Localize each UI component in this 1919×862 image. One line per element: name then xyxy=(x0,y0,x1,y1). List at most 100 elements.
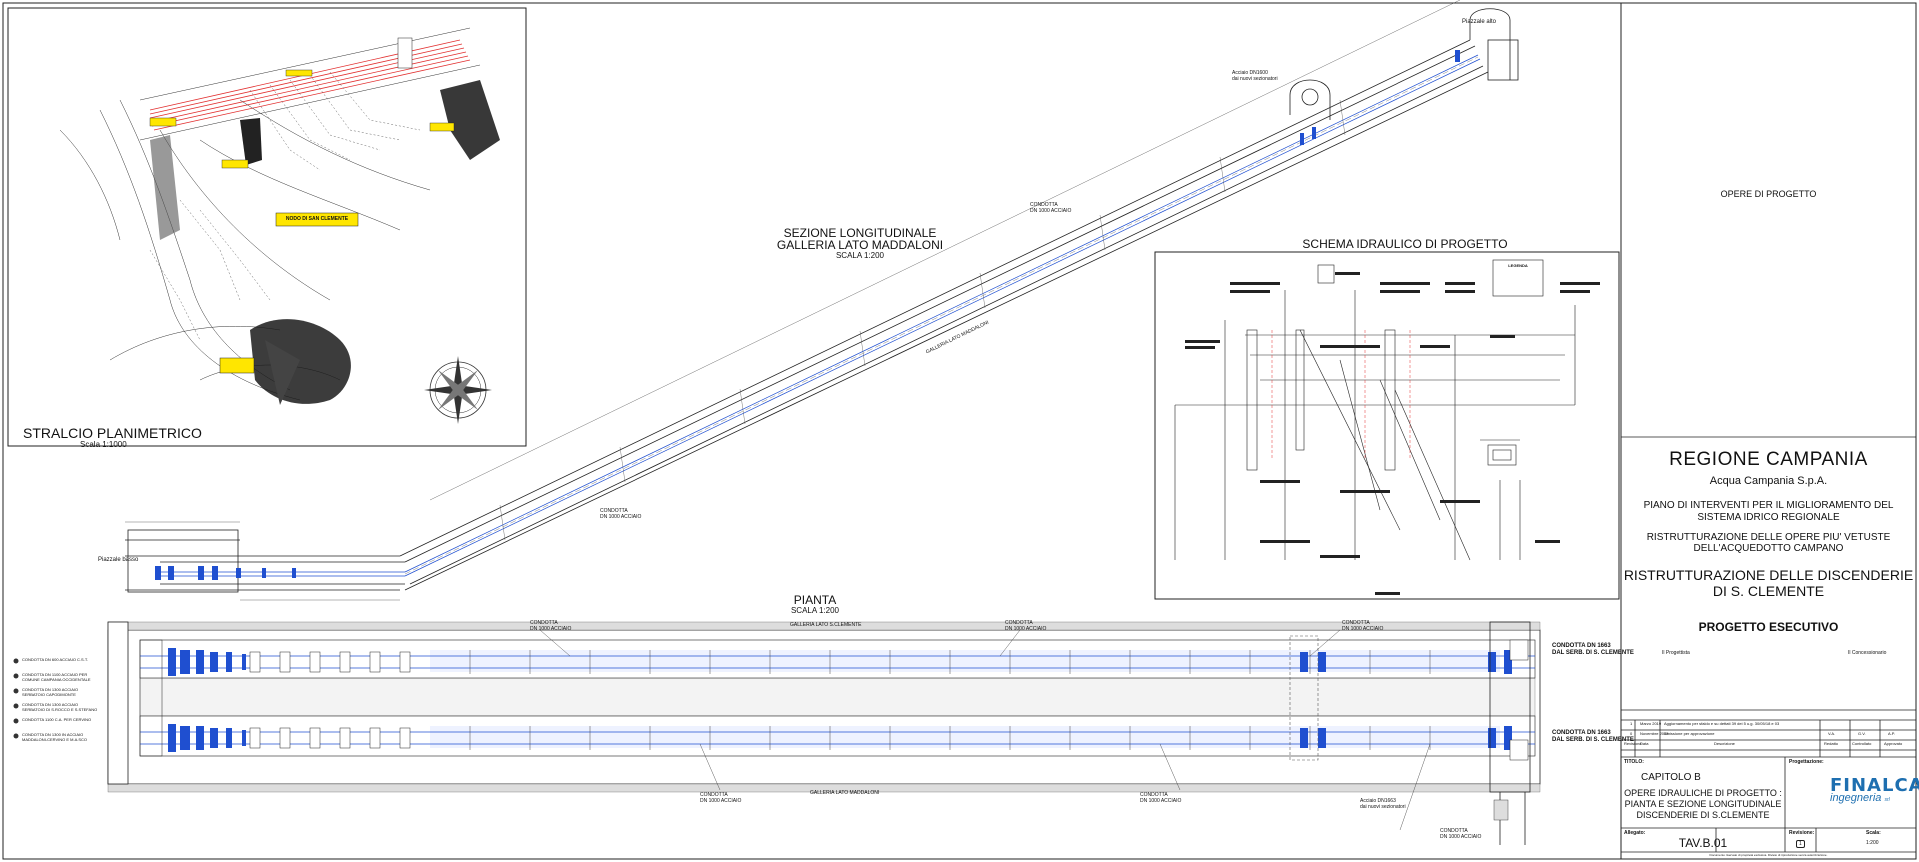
pianta-condotta-3-dn: DN 1000 ACCIAIO xyxy=(1342,626,1384,632)
rev-header: Descrizione xyxy=(1714,741,1735,746)
scala-value: 1:200 xyxy=(1866,840,1879,846)
finalca-logo: FINALCA ingegneria srl xyxy=(1830,775,1919,804)
stralcio-scale: Scala 1:1000 xyxy=(80,440,127,449)
pianta-condotta-6-dn: DN 1000 ACCIAIO xyxy=(1440,834,1482,840)
titleblock-frame xyxy=(1621,436,1916,853)
rev-header: Data xyxy=(1640,741,1649,746)
pianta-acciaio-label2: dai nuovi sezionatori xyxy=(1360,804,1406,810)
disc-line1: RISTRUTTURAZIONE DELLE DISCENDERIE xyxy=(1623,567,1914,583)
pianta-condotta-2: CONDOTTA DN 1000 ACCIAIO xyxy=(1005,620,1046,632)
finalca-sub: ingegneria xyxy=(1830,792,1882,804)
finalca-logo-sub: ingegneria srl xyxy=(1830,792,1910,804)
schema-legenda: LEGENDA xyxy=(1508,263,1528,268)
titolo-label: TITOLO: xyxy=(1624,759,1644,765)
pianta-right-bottom: CONDOTTA DN 1663 DAL SERB. DI S. CLEMENT… xyxy=(1552,730,1634,744)
legend-item: CONDOTTA DN 1100 ACCIAIO PER COMUNE CAMP… xyxy=(22,672,91,682)
region-title: REGIONE CAMPANIA xyxy=(1669,449,1868,470)
rev-date: Marzo 2019 xyxy=(1640,721,1662,726)
revision-row: 1 Marzo 2019 Aggiornamento per sfaldo e … xyxy=(1624,721,1914,731)
pianta-galleria-bottom: GALLERIA LATO MADDALONI xyxy=(810,790,880,796)
sezione-condotta-top: CONDOTTA DN 1000 ACCIAIO xyxy=(1030,202,1071,214)
pianta-condotta-2-label: CONDOTTA xyxy=(1005,620,1033,626)
ristr-line2: DELL'ACQUEDOTTO CAMPANO xyxy=(1693,543,1844,554)
rev-date: Novembre 2018 xyxy=(1640,731,1669,736)
rev-n: 0 xyxy=(1630,731,1633,736)
sezione-condotta-top-dn: DN 1000 ACCIAIO xyxy=(1030,208,1072,214)
rev-b: G.V. xyxy=(1858,731,1866,736)
pianta-title: PIANTA SCALA 1:200 xyxy=(760,594,870,615)
tav-number: TAV.B.01 xyxy=(1678,836,1728,850)
piano-line2: SISTEMA IDRICO REGIONALE xyxy=(1697,512,1840,523)
sezione-title-line2: GALLERIA LATO MADDALONI xyxy=(776,238,944,252)
ristr-line1: RISTRUTTURAZIONE DELLE OPERE PIU' VETUST… xyxy=(1646,532,1891,543)
opere-line3: DISCENDERIE DI S.CLEMENTE xyxy=(1636,810,1770,820)
piazzale-alto: Piazzale alto xyxy=(1462,19,1497,25)
rev-n: 1 xyxy=(1630,721,1633,726)
legend-item: CONDOTTA DN 1300 ACCIAIO SERBATOIO CAPOD… xyxy=(22,687,79,697)
rev-header: Revisione xyxy=(1624,741,1642,746)
pianta-right-bot-1: CONDOTTA DN 1663 xyxy=(1552,730,1611,736)
pianta-condotta-1: CONDOTTA DN 1000 ACCIAIO xyxy=(530,620,571,632)
nodo-label-box xyxy=(275,212,359,227)
sezione-acciaio: Acciaio DN1600 dai nuovi sezionatori xyxy=(1232,70,1278,82)
sezione-condotta-low-label: CONDOTTA xyxy=(600,508,628,514)
capitolo: CAPITOLO B xyxy=(1641,772,1701,783)
piano-line1: PIANO DI INTERVENTI PER IL MIGLIORAMENTO… xyxy=(1643,500,1894,511)
rev-desc: Aggiornamento per sfaldo e su dettati 39… xyxy=(1664,721,1780,726)
schema-title: SCHEMA IDRAULICO DI PROGETTO xyxy=(1302,237,1508,251)
revision-table: 1 Marzo 2019 Aggiornamento per sfaldo e … xyxy=(1624,721,1914,749)
pianta-condotta-6-label: CONDOTTA xyxy=(1440,828,1468,834)
pianta-condotta-1-label: CONDOTTA xyxy=(530,620,558,626)
company-name: Acqua Campania S.p.A. xyxy=(1709,475,1828,487)
pianta-condotta-4-label: CONDOTTA xyxy=(700,792,728,798)
pianta-title-text: PIANTA xyxy=(793,593,837,607)
opere-line2: PIANTA E SEZIONE LONGITUDINALE xyxy=(1624,799,1782,809)
opere-line1: OPERE IDRAULICHE DI PROGETTO : xyxy=(1624,788,1782,798)
pianta-condotta-5-label: CONDOTTA xyxy=(1140,792,1168,798)
revisione-value: 1 xyxy=(1796,840,1805,848)
progetto-esecutivo: PROGETTO ESECUTIVO xyxy=(1698,620,1839,634)
sezione-title: SEZIONE LONGITUDINALE GALLERIA LATO MADD… xyxy=(740,227,980,260)
pianta-acciaio-label: Acciaio DN1663 xyxy=(1360,798,1396,804)
pianta-condotta-1-dn: DN 1000 ACCIAIO xyxy=(530,626,572,632)
stralcio-title: STRALCIO PLANIMETRICO xyxy=(23,425,202,441)
pianta-legend: CONDOTTA DN 600 ACCIAIO C.S.T. CONDOTTA … xyxy=(22,657,102,747)
disc-line2: DI S. CLEMENTE xyxy=(1712,583,1825,599)
rev-header: Controllato xyxy=(1852,741,1872,746)
pianta-condotta-2-dn: DN 1000 ACCIAIO xyxy=(1005,626,1047,632)
pianta-right-top-2: DAL SERB. DI S. CLEMENTE xyxy=(1552,650,1634,656)
rev-desc: Emissione per approvazione xyxy=(1664,731,1715,736)
opere-di-progetto: OPERE DI PROGETTO xyxy=(1720,189,1817,199)
pianta xyxy=(13,621,1541,845)
revision-row: 0 Novembre 2018 Emissione per approvazio… xyxy=(1624,731,1914,741)
sezione-acciaio-label2: dai nuovi sezionatori xyxy=(1232,76,1278,82)
pianta-condotta-6: CONDOTTA DN 1000 ACCIAIO xyxy=(1440,828,1481,840)
sezione-condotta-low-dn: DN 1000 ACCIAIO xyxy=(600,514,642,520)
progettazione-label: Progettazione: xyxy=(1789,759,1824,765)
rev-c: A.P. xyxy=(1888,731,1896,736)
pianta-condotta-5: CONDOTTA DN 1000 ACCIAIO xyxy=(1140,792,1181,804)
pianta-condotta-3-label: CONDOTTA xyxy=(1342,620,1370,626)
legend-item: CONDOTTA DN 1300 IN ACCIAIO MADDALONI-CE… xyxy=(22,732,88,742)
revisione-label: Revisione: xyxy=(1789,830,1815,836)
opere-idrauliche: OPERE IDRAULICHE DI PROGETTO : PIANTA E … xyxy=(1621,788,1785,821)
piazzale-basso: Piazzale basso xyxy=(98,557,139,563)
pianta-condotta-5-dn: DN 1000 ACCIAIO xyxy=(1140,798,1182,804)
pianta-condotta-3: CONDOTTA DN 1000 ACCIAIO xyxy=(1342,620,1383,632)
finalca-srl: srl xyxy=(1884,797,1890,803)
stralcio-planimetrico xyxy=(7,7,527,447)
scala-label: Scala: xyxy=(1866,830,1881,836)
progettista-label: Il Progettista xyxy=(1662,650,1690,656)
finalca-logo-text: FINALCA xyxy=(1830,775,1919,796)
pianta-right-top-1: CONDOTTA DN 1663 xyxy=(1552,643,1611,649)
pianta-condotta-4-dn: DN 1000 ACCIAIO xyxy=(700,798,742,804)
sezione-condotta-top-label: CONDOTTA xyxy=(1030,202,1058,208)
compass-icon xyxy=(424,356,492,424)
pianta-acciaio: Acciaio DN1663 dai nuovi sezionatori xyxy=(1360,798,1406,810)
pianta-condotta-4: CONDOTTA DN 1000 ACCIAIO xyxy=(700,792,741,804)
discenderie-title: RISTRUTTURAZIONE DELLE DISCENDERIE DI S.… xyxy=(1621,567,1916,599)
schema-idraulico xyxy=(1154,251,1620,600)
pianta-right-top: CONDOTTA DN 1663 DAL SERB. DI S. CLEMENT… xyxy=(1552,643,1634,657)
